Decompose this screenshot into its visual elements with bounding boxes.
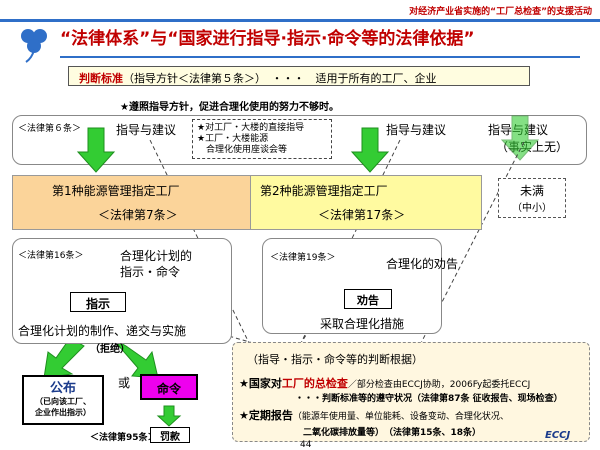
header-caption: 对经济产业省实施的“工厂总检查”的支援活动 (409, 7, 592, 17)
arrow-down-left-icon (43, 337, 85, 379)
law95-label: ＜法律第95条＞ (90, 433, 157, 443)
or-label: 或 (118, 376, 131, 390)
plan-instruction-line1: 合理化计划的 (120, 249, 193, 263)
type2-law: ＜法律第17条＞ (318, 208, 406, 222)
judgment-text: （指导方针＜法律第５条＞） ・・・ 适用于所有的工厂、企业 (123, 72, 437, 85)
arrow-down-icon (350, 127, 390, 173)
fine-box: 罚款 (150, 427, 190, 443)
judgment-basis-box: （指导・指示・命令等的判断根据） ★国家对工厂的总检查／部分检查由ECCJ协助，… (232, 342, 590, 442)
dashed-line-3: 合理化使用座谈会等 (197, 145, 288, 155)
title-underline (60, 56, 580, 58)
direct-guidance-box: ★对工厂・大楼的直接指导 ★工厂・大楼能源 合理化使用座谈会等 (192, 119, 332, 159)
law19-box (262, 238, 442, 334)
clover-logo-icon (21, 29, 47, 63)
publish-box: 公布 （已向该工厂、 企业作出指示） (22, 375, 104, 425)
basis-line-3: ★定期报告（能源年使用量、单位能耗、设备变动、合理化状况、 (239, 409, 509, 422)
plan-instruction-line2: 指示・命令 (120, 265, 181, 279)
judgment-standard-bar: 判断标准（指导方针＜法律第５条＞） ・・・ 适用于所有的工厂、企业 (68, 66, 530, 86)
instruction-box: 指示 (70, 292, 126, 312)
basis-title: （指导・指示・命令等的判断根据） (247, 353, 423, 366)
advice-text: 合理化的劝告 (386, 257, 459, 271)
law16-box (12, 238, 232, 344)
type1-law: ＜法律第7条＞ (98, 208, 178, 222)
arrow-down-icon (500, 115, 540, 161)
law6-label: ＜法律第６条＞ (18, 124, 82, 134)
under-threshold-box: 未满 （中小） (498, 178, 566, 218)
advice-box: 劝告 (344, 289, 392, 309)
guidance-label-2: 指导与建议 (386, 123, 447, 137)
measure-text: 采取合理化措施 (320, 317, 405, 331)
type1-title: 第1种能源管理指定工厂 (52, 184, 180, 198)
eccj-logo: ECCJ (545, 430, 571, 441)
refuse-label: （拒绝） (90, 344, 130, 355)
publish-sub1: （已向该工厂、 (35, 397, 91, 406)
judgment-label: 判断标准 (79, 72, 123, 85)
type2-factory-box (250, 175, 482, 230)
arrow-down-right-icon (111, 337, 159, 379)
page-title: “法律体系”与“国家进行指导·指示·命令等的法律依据” (60, 29, 475, 49)
publish-sub2: 企业作出指示） (35, 408, 91, 417)
basis-line-1: ★国家对工厂的总检查／部分检查由ECCJ协助，2006Fy起委托ECCJ (239, 377, 531, 390)
order-box: 命令 (140, 374, 198, 400)
type1-factory-box (12, 175, 255, 230)
publish-title: 公布 (49, 381, 76, 396)
dashed-line-2: ★工厂・大楼能源 (197, 134, 269, 144)
plan-text: 合理化计划的制作、递交与实施 (18, 324, 187, 338)
under-title: 未满 (519, 184, 544, 198)
header-divider (0, 19, 600, 22)
basis-line-2: ・・・判断标准等的遵守状况（法律第87条 征收报告、现场检查） (295, 394, 563, 404)
law16-label: ＜法律第16条＞ (18, 251, 84, 261)
guideline-note: ★遵照指导方针，促进合理化使用的努力不够时。 (120, 102, 339, 113)
basis-line-4: 二氧化碳排放量等） （法律第15条、18条） (303, 428, 482, 438)
under-sub: （中小） (512, 203, 552, 214)
law19-label: ＜法律第19条＞ (270, 253, 336, 263)
guidance-label-1: 指导与建议 (116, 123, 177, 137)
type2-title: 第2种能源管理指定工厂 (260, 184, 388, 198)
arrow-down-icon (76, 127, 116, 173)
arrow-down-icon (156, 405, 182, 427)
dashed-line-1: ★对工厂・大楼的直接指导 (197, 123, 305, 133)
page-number: 44 (300, 440, 312, 450)
